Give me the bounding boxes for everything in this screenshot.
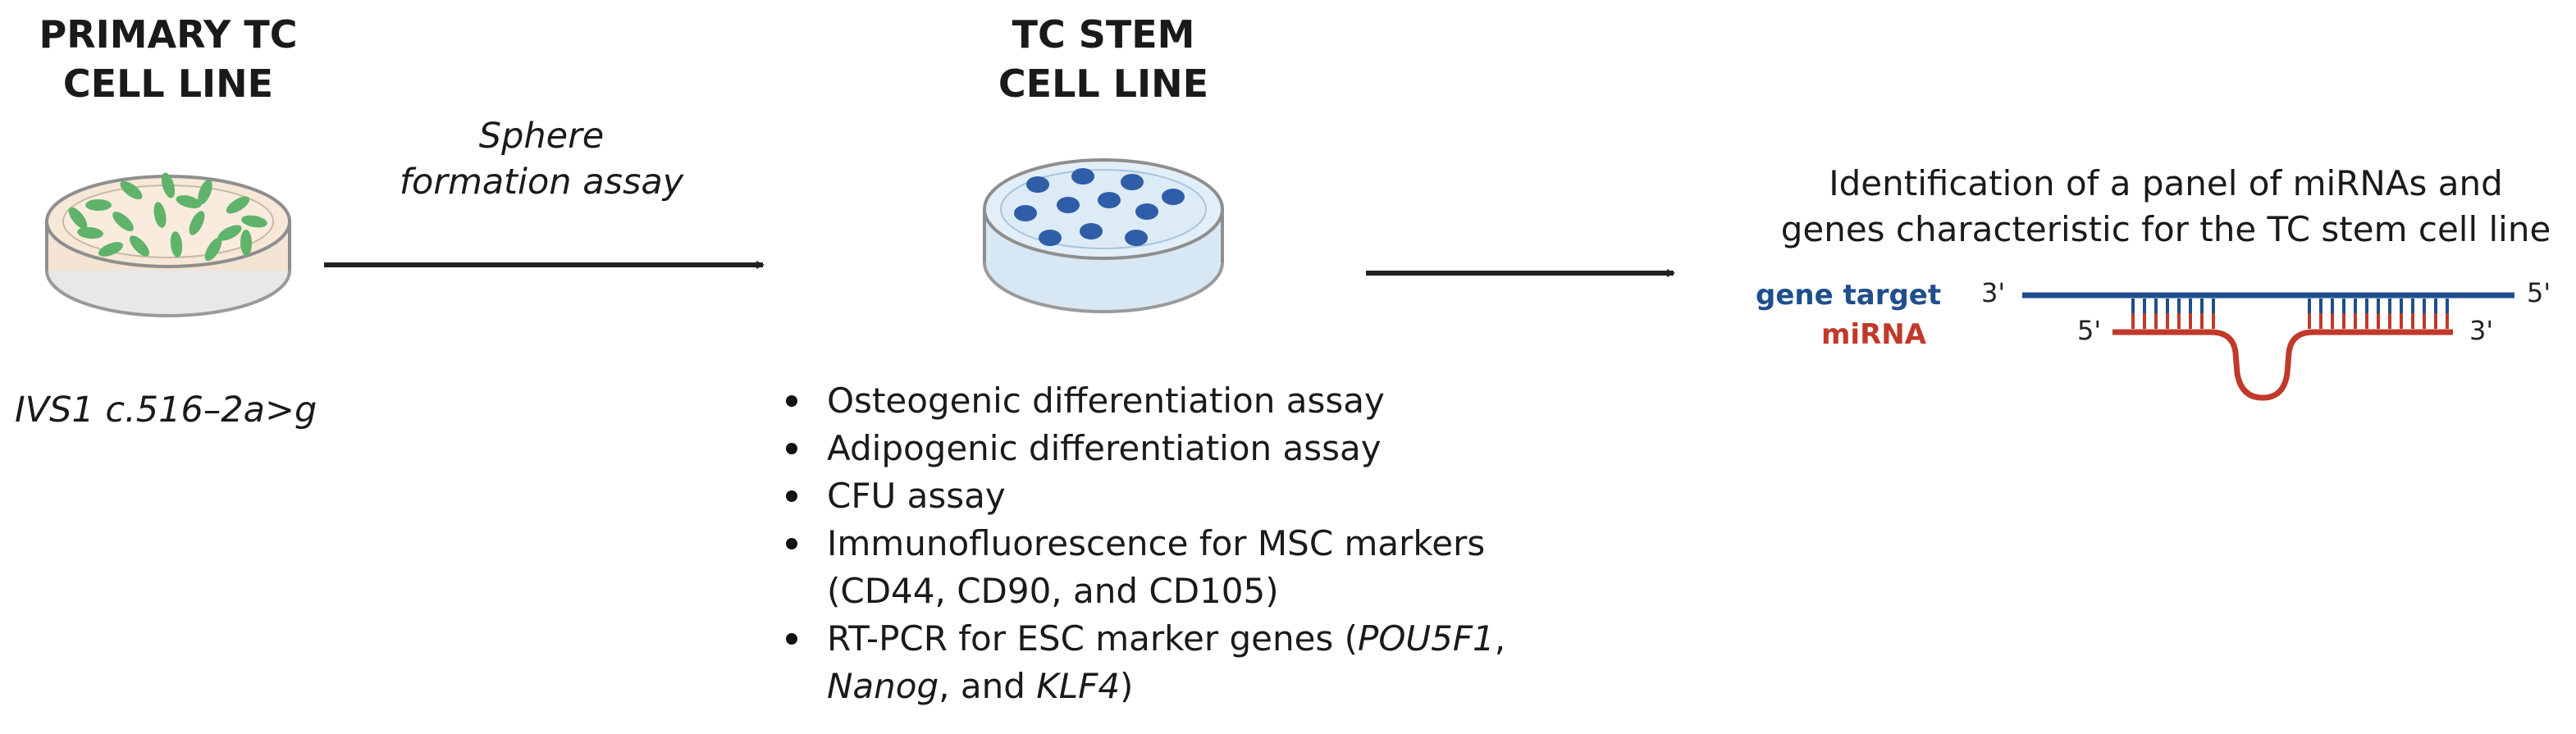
assay-item: RT-PCR for ESC marker genes (POU5F1,Nano… [779, 615, 1567, 710]
green-cell [120, 180, 143, 200]
green-cell [129, 235, 150, 257]
mutation-label: IVS1 c.516–2a>g [15, 390, 317, 431]
assay-item: Immunofluorescence for MSC markers(CD44,… [779, 520, 1567, 615]
base-pairs [2131, 299, 2449, 329]
green-cell [170, 231, 183, 258]
green-cells [68, 172, 267, 262]
gene-5-prime-end: 5' [2527, 277, 2551, 308]
primary-cell-line-title: PRIMARY TC CELL LINE [0, 10, 336, 108]
assay-item: CFU assay [779, 472, 1567, 520]
mirna-duplex-diagram [2022, 292, 2514, 401]
blue-sphere [1098, 192, 1121, 208]
blue-sphere [1162, 189, 1185, 205]
assay-item: Adipogenic differentiation assay [779, 425, 1567, 472]
mirna-strand [2112, 329, 2453, 401]
primary-title-line1: PRIMARY TC [39, 12, 298, 57]
green-cell [176, 195, 202, 208]
stem-title-line2: CELL LINE [998, 62, 1209, 106]
primary-title-line2: CELL LINE [62, 62, 274, 106]
mirna-5-prime-end: 5' [2077, 315, 2102, 346]
mirna-heading-line2: genes characteristic for the TC stem cel… [1780, 209, 2551, 249]
primary-culture-dish-icon [45, 172, 291, 317]
green-cell [217, 225, 242, 241]
mirna-3-prime-end: 3' [2469, 315, 2494, 346]
gene-klf4: KLF4 [1036, 666, 1121, 706]
mirna-heading-line1: Identification of a panel of miRNAs and [1829, 163, 2503, 203]
blue-sphere [1026, 176, 1049, 193]
blue-sphere [1039, 230, 1062, 246]
mirna-panel-heading: Identification of a panel of miRNAs and … [1772, 161, 2560, 253]
blue-sphere [1125, 230, 1148, 246]
green-cell [153, 202, 167, 228]
green-cell [77, 226, 103, 239]
stem-title-line1: TC STEM [1012, 12, 1195, 57]
green-cell [198, 179, 212, 205]
green-cell [241, 215, 267, 228]
sphere-formation-label: Sphere formation assay [361, 113, 722, 205]
blue-sphere [1080, 223, 1103, 239]
blue-sphere [1135, 203, 1158, 220]
assay-list: Osteogenic differentiation assay Adipoge… [779, 377, 1567, 710]
green-cell [226, 196, 250, 214]
blue-sphere [1071, 168, 1094, 185]
assay-item: Osteogenic differentiation assay [779, 377, 1567, 425]
blue-sphere [1121, 174, 1144, 190]
green-cell [112, 212, 134, 231]
green-cell [85, 199, 112, 211]
gene-pou5f1: POU5F1 [1358, 618, 1495, 659]
green-cell [240, 230, 253, 256]
sphere-formation-line1: Sphere [478, 116, 605, 157]
gene-target-label: gene target [1756, 279, 1942, 312]
gene-nanog: Nanog [827, 666, 939, 706]
blue-sphere [1057, 197, 1080, 213]
blue-spheres [1014, 168, 1185, 246]
mirna-label: miRNA [1821, 318, 1927, 351]
green-cell [68, 207, 88, 230]
blue-sphere [1014, 205, 1037, 221]
sphere-formation-line2: formation assay [399, 162, 684, 203]
stem-cell-dish-icon [983, 158, 1224, 313]
gene-3-prime-end: 3' [1981, 277, 2006, 308]
green-cell [98, 242, 124, 257]
stem-cell-line-title: TC STEM CELL LINE [935, 10, 1272, 108]
green-cell [204, 237, 222, 262]
green-cell [161, 172, 176, 198]
green-cell [189, 211, 205, 235]
